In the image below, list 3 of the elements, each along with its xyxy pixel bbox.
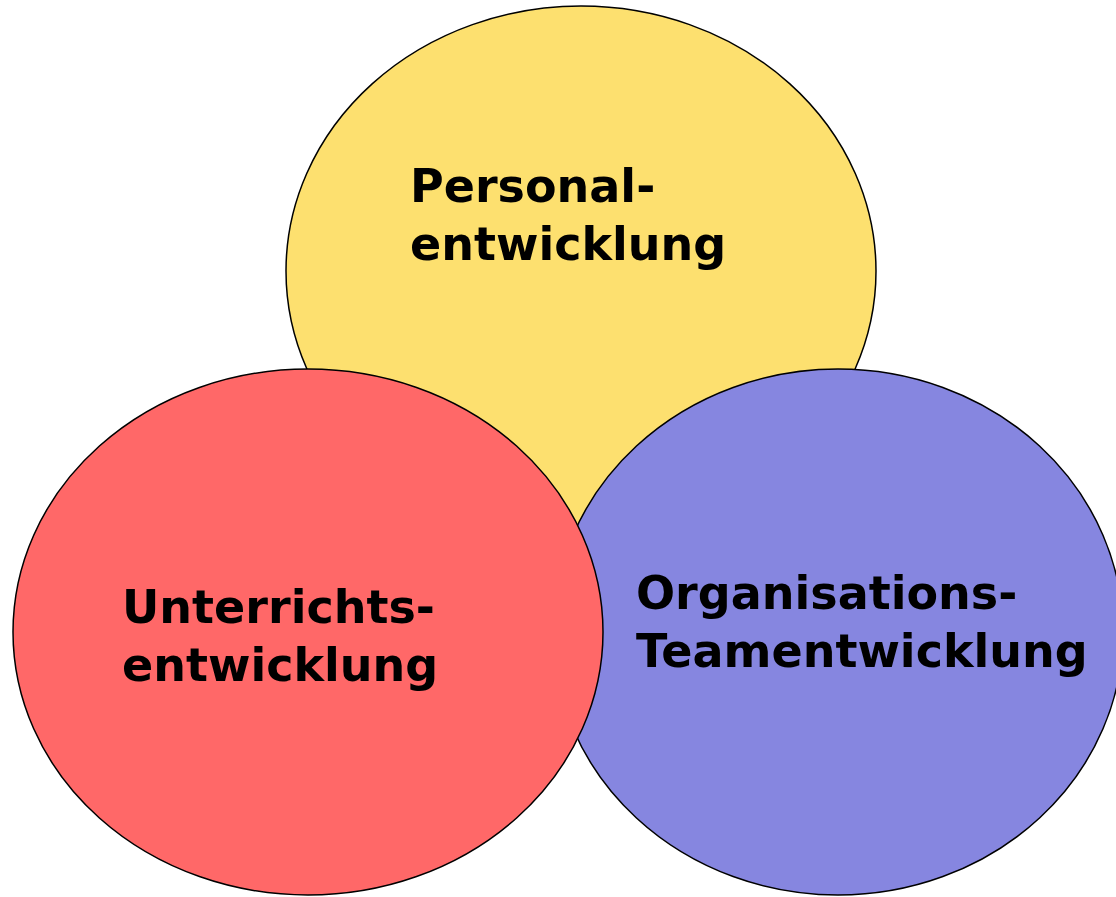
circle-label: Unterrichts- entwicklung bbox=[122, 578, 562, 694]
circle-label: Personal- entwicklung bbox=[410, 157, 850, 273]
circle-label: Organisations- Teamentwicklung bbox=[636, 564, 1114, 680]
